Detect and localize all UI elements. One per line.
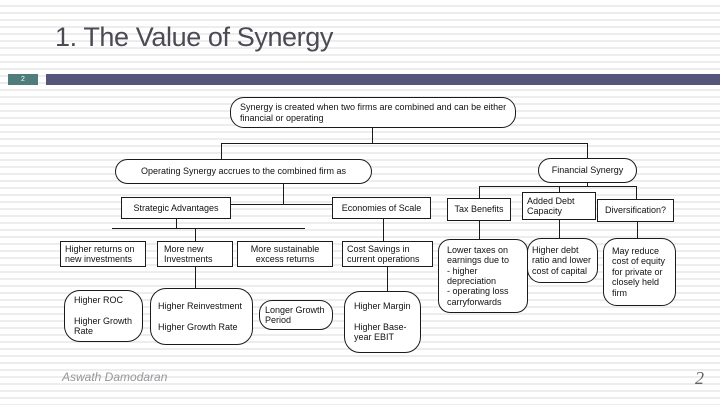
node-financial-synergy: Financial Synergy: [538, 158, 637, 183]
node-added-debt-capacity: Added Debt Capacity: [522, 192, 596, 220]
node-higher-debt-ratio: Higher debt ratio and lower cost of capi…: [527, 238, 598, 283]
connector-financial-bus: [479, 186, 636, 187]
connector-financial-drop: [587, 143, 588, 158]
connector-added-debt-drop: [559, 186, 560, 192]
connector-strategic-economies-link: [231, 204, 332, 205]
node-more-new-investments: More new Investments: [157, 241, 233, 267]
connector-operating-out: [283, 184, 284, 205]
node-higher-reinvestment: Higher Reinvestment Higher Growth Rate: [150, 288, 253, 345]
node-diversification: Diversification?: [597, 199, 674, 222]
connector-added-debt-to-higher-debt: [559, 220, 560, 238]
connector-more-new-to-reinvestment: [195, 267, 196, 288]
node-operating-synergy: Operating Synergy accrues to the combine…: [115, 159, 372, 184]
node-higher-roc: Higher ROC Higher Growth Rate: [64, 290, 143, 342]
node-higher-returns: Higher returns on new investments: [60, 241, 146, 267]
connector-diversification-to-may-reduce: [637, 222, 638, 238]
node-longer-growth-period: Longer Growth Period: [259, 300, 333, 330]
node-cost-savings: Cost Savings in current operations: [342, 241, 433, 267]
connector-root-drop: [372, 128, 373, 143]
connector-tax-to-lower-taxes: [479, 221, 480, 239]
node-higher-margin: Higher Margin Higher Base-year EBIT: [344, 291, 421, 353]
node-may-reduce-cost-of-equity: May reduce cost of equity for private or…: [603, 238, 676, 306]
node-economies-of-scale: Economies of Scale: [332, 197, 431, 219]
connector-more-new-drop: [195, 228, 196, 241]
connector-strategic-bus: [112, 228, 305, 229]
node-more-sustainable-returns: More sustainable excess returns: [237, 241, 333, 267]
slide-number-badge: 2: [8, 74, 38, 85]
connector-operating-drop: [221, 143, 222, 159]
footer-author: Aswath Damodaran: [62, 370, 168, 384]
page-number: 2: [695, 368, 704, 388]
node-lower-taxes: Lower taxes on earnings due to - higher …: [438, 239, 528, 313]
node-synergy-root: Synergy is created when two firms are co…: [230, 97, 516, 128]
connector-level2-bus: [221, 143, 587, 144]
slide-title: 1. The Value of Synergy: [55, 22, 333, 52]
connector-strategic-out: [176, 219, 177, 228]
connector-economies-to-cost-savings: [383, 219, 384, 241]
header-accent-bar: [46, 74, 720, 85]
connector-cost-savings-to-margin: [387, 267, 388, 291]
node-strategic-advantages: Strategic Advantages: [121, 197, 231, 219]
node-tax-benefits: Tax Benefits: [447, 198, 511, 221]
connector-diversification-drop: [636, 186, 637, 199]
connector-tax-drop: [479, 186, 480, 198]
connector-financial-out: [587, 183, 588, 187]
